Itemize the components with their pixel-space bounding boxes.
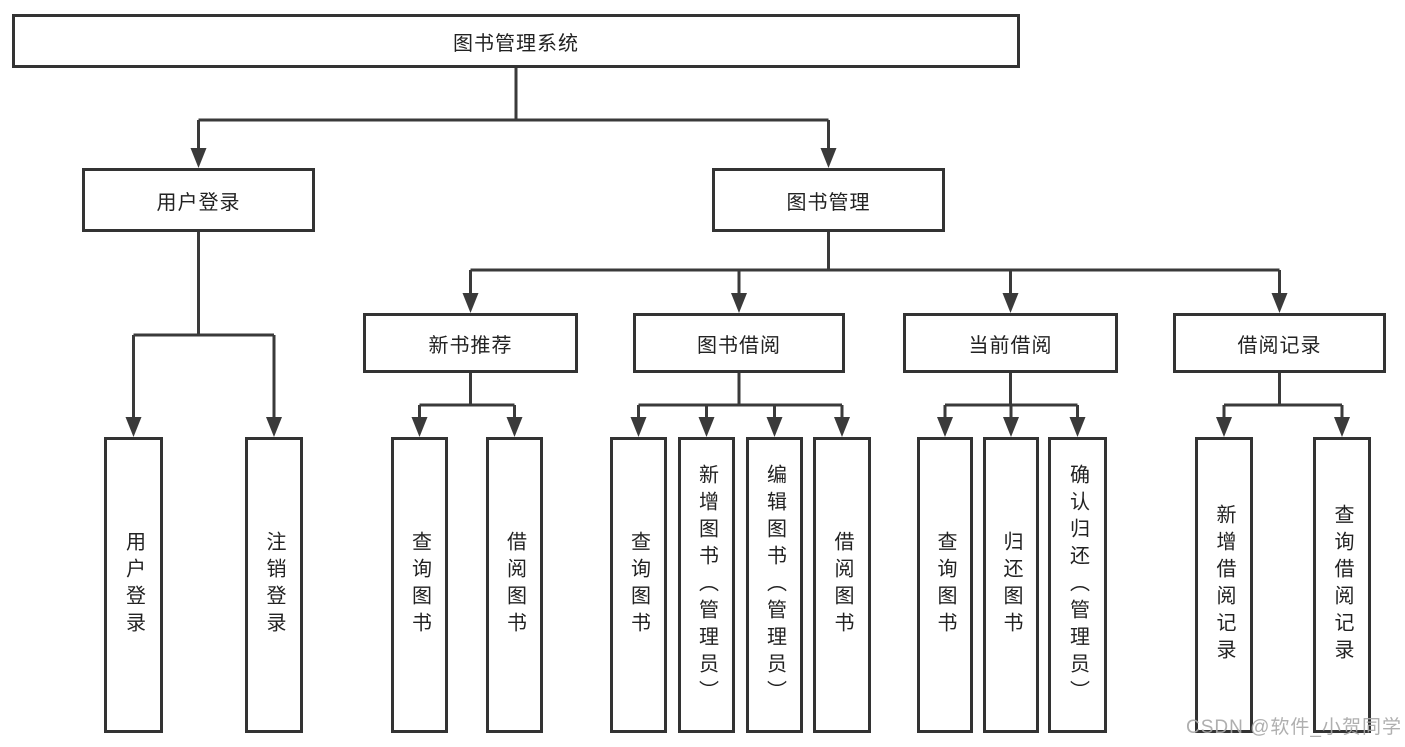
node-label: 新增借阅记录	[1213, 504, 1235, 666]
arrowhead	[1003, 417, 1019, 437]
arrowhead	[1069, 417, 1086, 437]
arrowhead	[411, 417, 428, 437]
connector-book-borrow-children	[630, 373, 850, 437]
node-label: 借阅图书	[503, 531, 526, 639]
leaf-user-login: 用户登录	[104, 437, 163, 733]
node-current-borrow: 当前借阅	[903, 313, 1118, 373]
arrowhead	[125, 417, 142, 437]
leaf-current-query-books: 查询图书	[917, 437, 973, 733]
arrowhead	[1271, 293, 1288, 313]
node-label: 新书推荐	[428, 334, 513, 357]
arrowhead	[506, 417, 523, 437]
node-label: 查询图书	[934, 531, 956, 639]
arrowhead	[937, 417, 953, 437]
connector-new-book-rec-children	[411, 373, 523, 437]
node-library-management-system: 图书管理系统	[12, 14, 1020, 68]
connector-borrow-records-children	[1216, 373, 1350, 437]
leaf-records-query: 查询借阅记录	[1313, 437, 1371, 733]
connector-user-login-children	[125, 232, 282, 437]
node-new-book-recommend: 新书推荐	[363, 313, 578, 373]
arrowhead	[820, 148, 837, 168]
arrowhead	[1216, 417, 1232, 437]
node-label: 归还图书	[1000, 531, 1022, 639]
node-label: 用户登录	[122, 531, 145, 639]
node-label: 新增图书（管理员）	[695, 463, 718, 707]
leaf-borrow-borrow-books: 借阅图书	[813, 437, 871, 733]
arrowhead	[766, 417, 783, 437]
node-book-borrow: 图书借阅	[633, 313, 845, 373]
arrowhead	[462, 293, 479, 313]
node-label: 查询借阅记录	[1331, 504, 1353, 666]
arrowhead	[190, 148, 207, 168]
node-book-management: 图书管理	[712, 168, 945, 232]
node-user-login: 用户登录	[82, 168, 315, 232]
node-label: 借阅图书	[831, 531, 853, 639]
leaf-current-confirm-return-admin: 确认归还（管理员）	[1048, 437, 1107, 733]
node-label: 当前借阅	[968, 334, 1053, 357]
arrowhead	[834, 417, 850, 437]
leaf-current-return-books: 归还图书	[983, 437, 1039, 733]
arrowhead	[266, 417, 282, 437]
node-label: 用户登录	[156, 191, 241, 214]
node-label: 借阅记录	[1237, 334, 1322, 357]
node-label: 图书管理	[786, 191, 871, 214]
arrowhead	[1334, 417, 1350, 437]
leaf-borrow-add-books-admin: 新增图书（管理员）	[678, 437, 735, 733]
node-label: 图书管理系统	[453, 32, 579, 55]
connector-current-borrow-children	[937, 373, 1086, 437]
node-borrow-records: 借阅记录	[1173, 313, 1386, 373]
leaf-logout: 注销登录	[245, 437, 303, 733]
leaf-borrow-edit-books-admin: 编辑图书（管理员）	[746, 437, 803, 733]
node-label: 编辑图书（管理员）	[763, 463, 786, 707]
arrowhead	[698, 417, 715, 437]
leaf-borrow-query-books: 查询图书	[610, 437, 667, 733]
leaf-rec-borrow-books: 借阅图书	[486, 437, 543, 733]
node-label: 查询图书	[627, 531, 650, 639]
leaf-records-add: 新增借阅记录	[1195, 437, 1253, 733]
connector-book-mgmt-children	[462, 232, 1288, 313]
node-label: 确认归还（管理员）	[1066, 463, 1089, 707]
arrowhead	[630, 417, 647, 437]
arrowhead	[731, 293, 747, 313]
node-label: 注销登录	[263, 531, 285, 639]
node-label: 图书借阅	[697, 334, 781, 357]
node-label: 查询图书	[408, 531, 431, 639]
arrowhead	[1002, 293, 1019, 313]
leaf-rec-query-books: 查询图书	[391, 437, 448, 733]
connector-root-children	[190, 66, 837, 168]
